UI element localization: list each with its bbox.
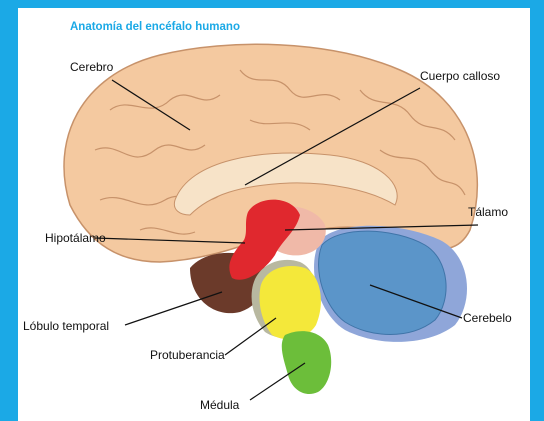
label-hipotalamo: Hipotálamo xyxy=(45,231,106,245)
label-cerebro: Cerebro xyxy=(70,60,113,74)
medulla-shape xyxy=(282,331,331,394)
label-lobulo-temporal: Lóbulo temporal xyxy=(23,319,109,333)
diagram-title: Anatomía del encéfalo humano xyxy=(70,21,240,33)
label-talamo: Tálamo xyxy=(468,205,508,219)
label-medula: Médula xyxy=(200,398,239,412)
pons-shape xyxy=(260,266,321,339)
label-cuerpo-calloso: Cuerpo calloso xyxy=(420,69,500,83)
label-cerebelo: Cerebelo xyxy=(463,311,512,325)
label-protuberancia: Protuberancia xyxy=(150,348,225,362)
leader-protuberancia xyxy=(225,318,276,355)
leader-lobulo-temporal xyxy=(125,292,222,325)
